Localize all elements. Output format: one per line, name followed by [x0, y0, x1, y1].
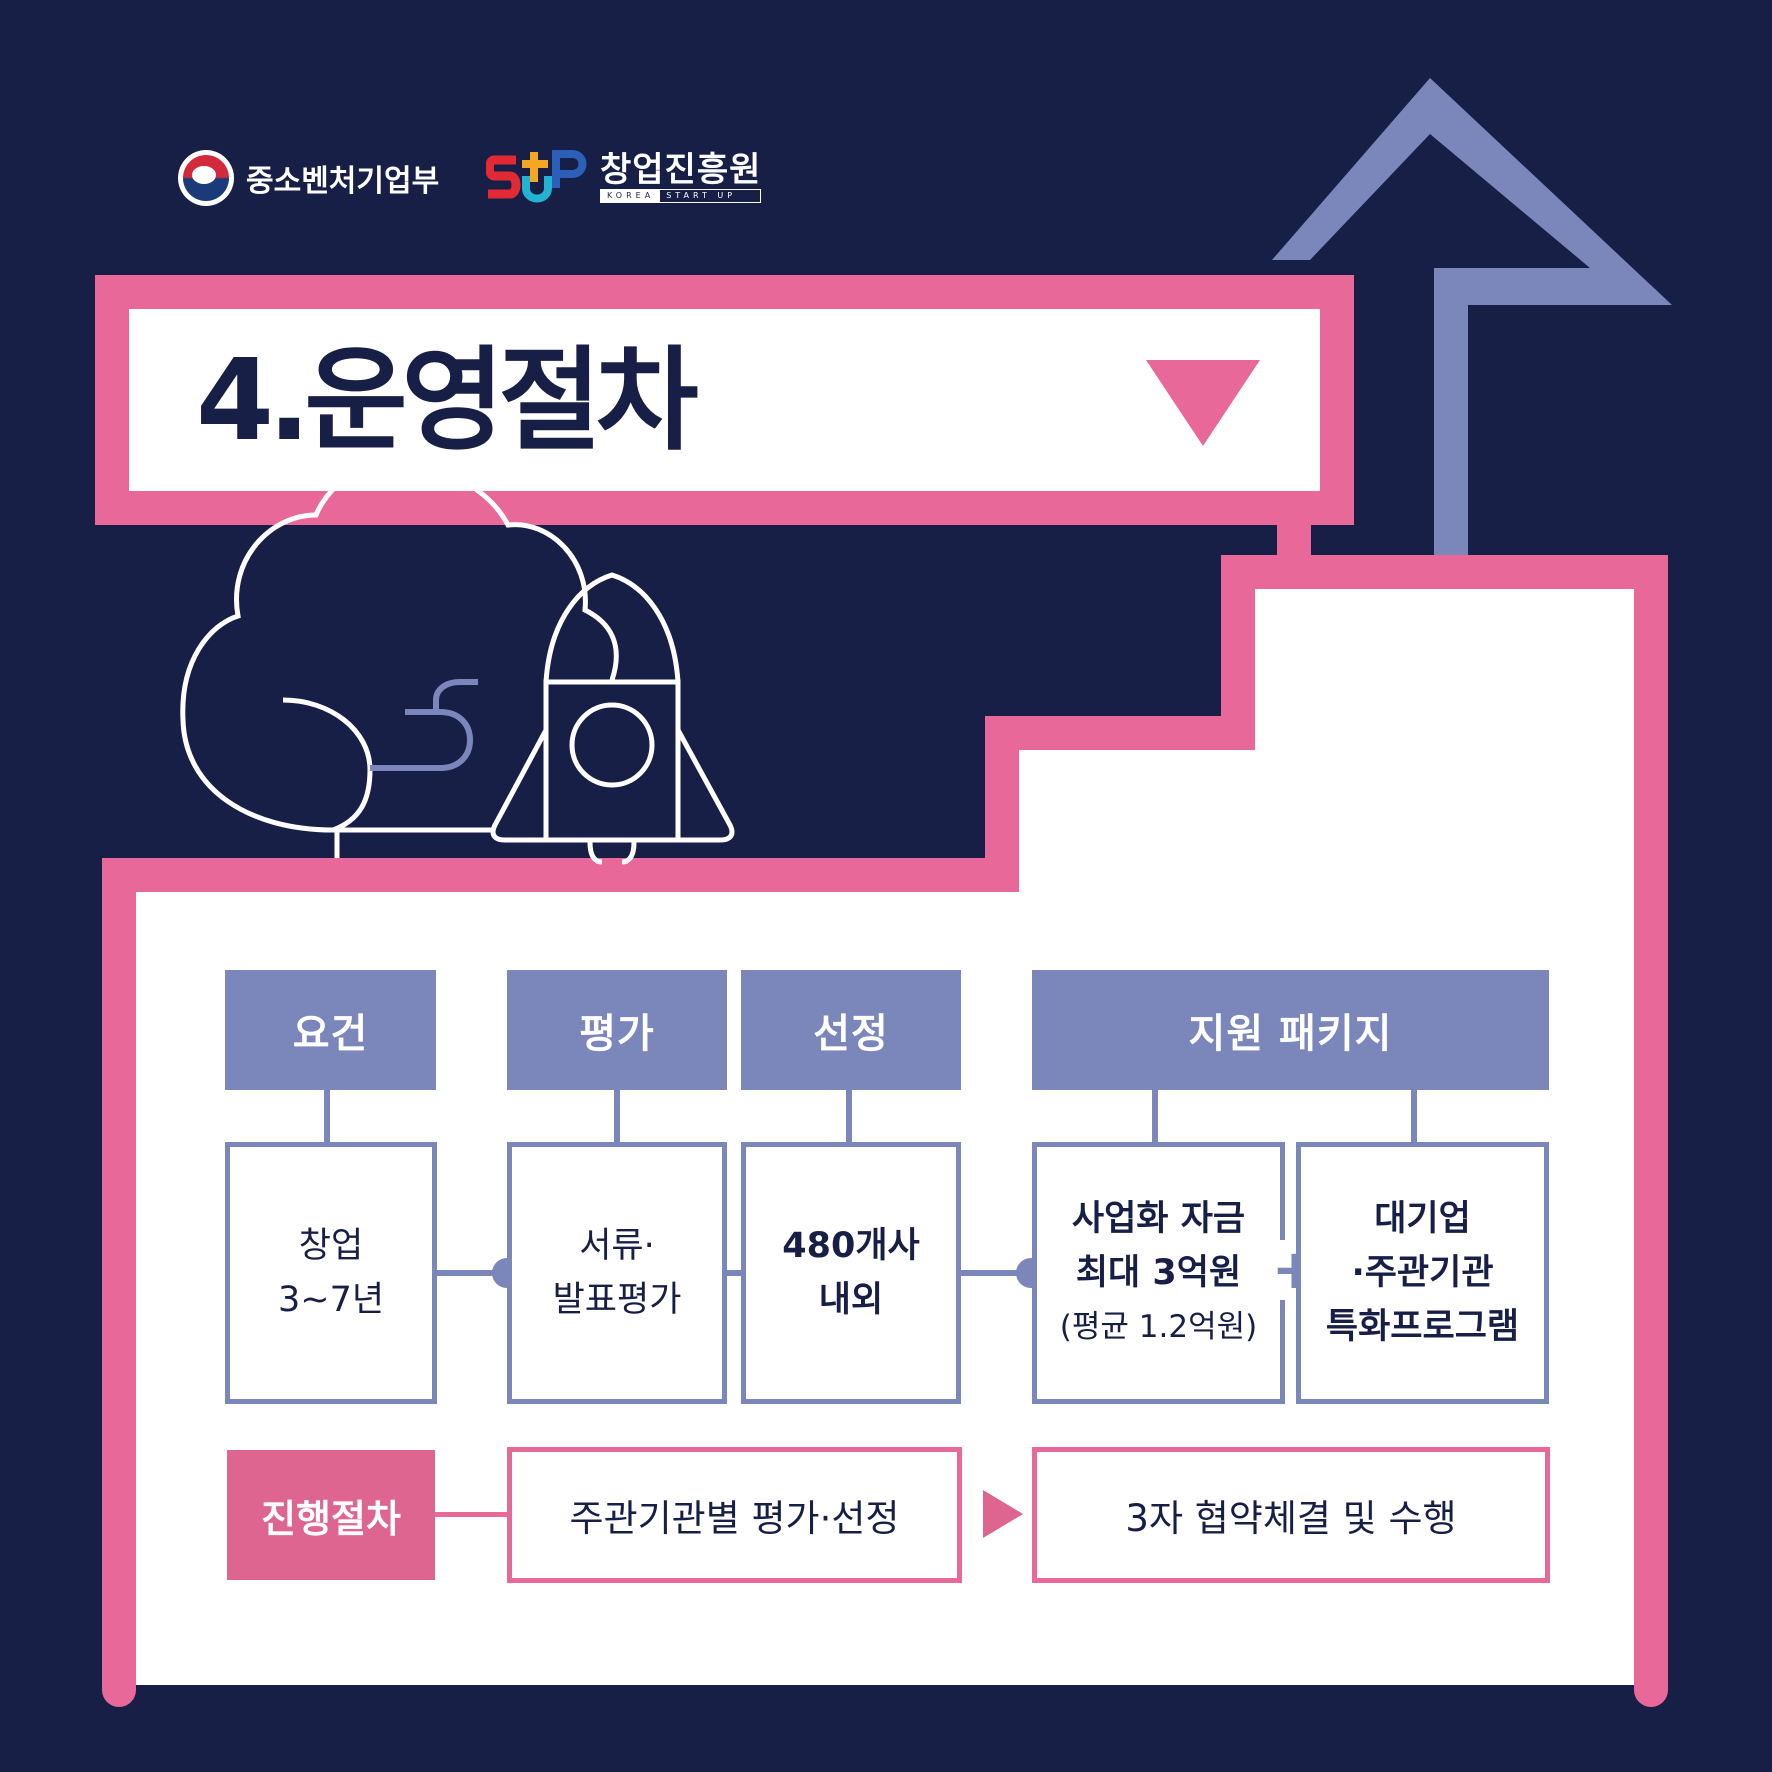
rocket-outline-icon [490, 572, 735, 865]
wind-swirl-icon [370, 679, 478, 771]
kised-logo: 창업진흥원 KOREA START UP [486, 146, 762, 208]
box-evaluation: 서류· 발표평가 [507, 1142, 727, 1404]
connector [614, 1090, 620, 1143]
ministry-logo: 중소벤처기업부 [178, 150, 439, 206]
box-selection: 480개사 내외 [741, 1142, 961, 1404]
process-step-1: 주관기관별 평가·선정 [507, 1447, 962, 1583]
stairs-fill [119, 572, 1650, 1685]
connector [436, 1270, 508, 1276]
box-requirement: 창업 3~7년 [225, 1142, 437, 1404]
stup-logo-icon [486, 150, 587, 203]
box-funding: 사업화 자금 최대 3억원 (평균 1.2억원) [1032, 1142, 1285, 1404]
process-step-2: 3자 협약체결 및 수행 [1032, 1447, 1550, 1583]
connector [324, 1090, 330, 1143]
triangle-down-icon [1146, 360, 1260, 446]
title-stem [1277, 520, 1311, 560]
ministry-name: 중소벤처기업부 [246, 164, 440, 199]
header-support-package: 지원 패키지 [1032, 970, 1549, 1090]
stairs-outline [102, 555, 1668, 1707]
triangle-right-icon [983, 1490, 1023, 1538]
kised-subtitle: KOREA START UP [600, 189, 762, 203]
kised-name: 창업진흥원 [600, 150, 762, 190]
connector [435, 1512, 507, 1517]
page-title: 4.운영절차 [196, 336, 699, 466]
header-evaluation: 평가 [507, 970, 727, 1090]
tree-outline-icon [180, 458, 619, 858]
connector [1411, 1090, 1417, 1143]
process-label: 진행절차 [227, 1450, 435, 1580]
header-requirement: 요건 [225, 970, 436, 1090]
connector [846, 1090, 852, 1143]
connector [726, 1270, 742, 1276]
title-frame [95, 275, 1354, 525]
connector [1152, 1090, 1158, 1143]
taegeuk-emblem-icon [178, 150, 234, 206]
box-programs: 대기업 ·주관기관 특화프로그램 [1296, 1142, 1549, 1404]
connector [960, 1270, 1032, 1276]
header-selection: 선정 [741, 970, 961, 1090]
